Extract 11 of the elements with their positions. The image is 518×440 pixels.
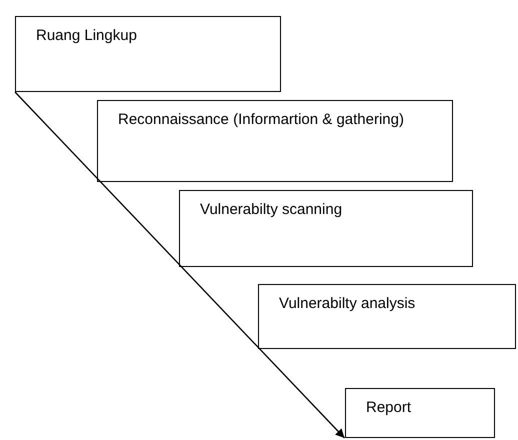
process-box bbox=[345, 388, 495, 438]
process-box bbox=[97, 100, 453, 182]
step-label: Ruang Lingkup bbox=[36, 27, 138, 44]
process-box bbox=[179, 190, 473, 267]
arrow bbox=[14, 92, 345, 438]
process-box bbox=[15, 16, 281, 92]
step-label: Vulnerabilty scanning bbox=[200, 201, 344, 218]
step-label: Report bbox=[366, 399, 412, 416]
step-label: Reconnaissance (Informartion & gathering) bbox=[118, 111, 405, 128]
process-box bbox=[258, 284, 516, 349]
step-label: Vulnerabilty analysis bbox=[279, 295, 416, 312]
